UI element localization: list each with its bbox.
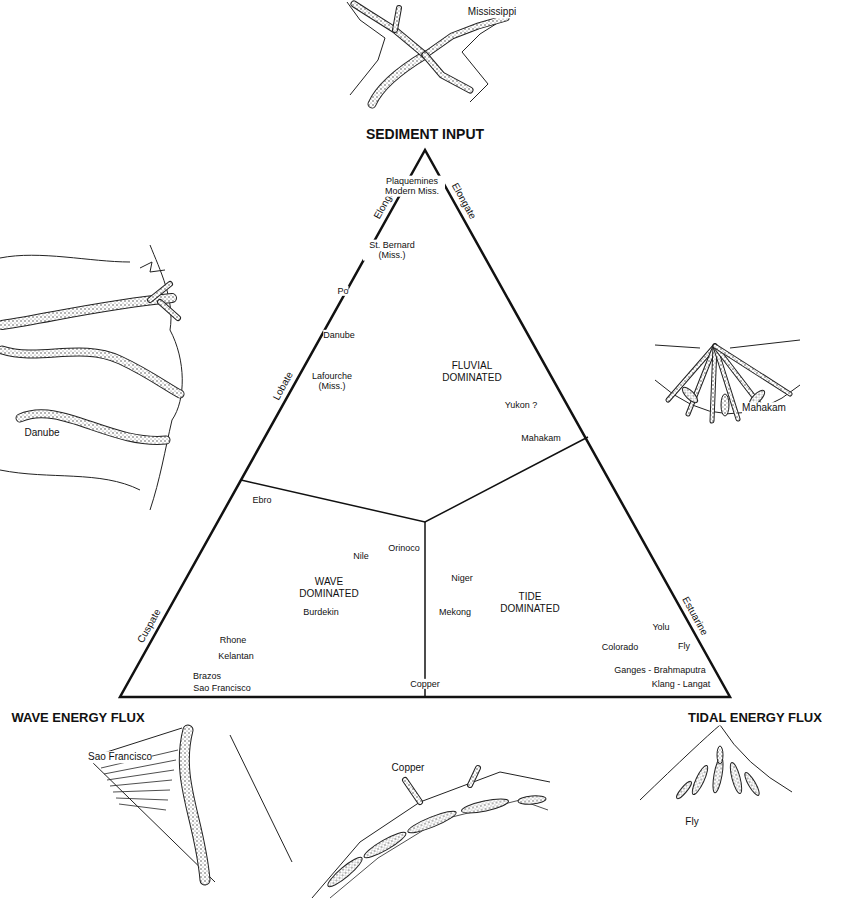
channel-fill [2,350,180,394]
channel-outline [425,18,506,55]
sketch-label: Sao Francisco [88,751,152,763]
delta-name: Lafourche (Miss.) [304,371,360,392]
coast-line [0,470,140,490]
region-label: TIDE DOMINATED [499,591,561,614]
coast-line [720,725,792,792]
island-shape [721,394,729,416]
delta-name: Copper [410,679,440,689]
island-shape [675,780,694,801]
channel-outline [470,768,478,785]
channel-outline [354,4,425,55]
channel-outline [395,8,399,30]
delta-sketch [0,2,800,898]
island-shape [362,829,409,862]
channel-fill [150,284,170,300]
delta-name: Mahakam [521,433,561,443]
sketch-label: Copper [392,762,425,774]
delta-name: Colorado [602,642,639,652]
sketch-label: Mississippi [468,6,516,18]
field-boundary [241,437,588,697]
delta-name: Yukon ? [505,400,538,410]
channel-fill [425,18,506,55]
delta-name: Ganges - Brahmaputra [614,665,706,675]
delta-name: Danube [323,330,355,340]
delta-name: Niger [451,573,473,583]
island-shape [728,762,744,795]
channel-fill [2,298,172,325]
island-shape [325,854,365,890]
delta-name: Kelantan [218,651,254,661]
island-shape [406,808,458,837]
channel-outline [372,55,425,104]
channel-outline [150,284,170,300]
channel-outline [425,55,470,90]
channel-fill [470,768,478,785]
channel-outline [160,302,178,318]
coast-line [347,2,385,95]
axis-label: WAVE ENERGY FLUX [11,711,144,726]
delta-name: Plaquemines Modern Miss. [379,176,445,197]
channel-fill [372,55,425,104]
island-shape [742,771,761,797]
delta-name: Orinoco [388,543,420,553]
channel-fill [354,4,425,55]
coast-line [116,798,168,800]
channel-outline [715,346,790,394]
delta-name: Po [337,286,348,296]
axis-label: SEDIMENT INPUT [366,126,484,142]
channel-fill [715,346,790,394]
island-shape [460,796,509,816]
coast-line [640,725,720,800]
channel-fill [160,302,178,318]
channel-fill [184,730,205,880]
channel-outline [2,298,172,325]
coast-line [113,790,170,792]
island-shape [518,795,547,805]
channel-outline [405,780,420,802]
coast-line [119,804,166,810]
channel-fill [20,414,166,441]
delta-name: St. Bernard (Miss.) [363,240,421,261]
delta-name: Klang - Langat [652,679,711,689]
channel-outline [712,346,715,421]
region-label: WAVE DOMINATED [296,576,362,599]
delta-name: Rhone [220,635,247,645]
region-label: FLUVIAL DOMINATED [437,360,507,383]
channel-outline [184,730,205,880]
channel-fill [405,780,420,802]
channel-outline [20,414,166,441]
shape-label: Lobate [271,370,296,402]
coast-line [107,770,174,780]
sketch-label: Fly [685,816,698,828]
island-shape [717,746,723,764]
delta-name: Sao Francisco [193,683,251,693]
sketch-label: Danube [24,427,59,439]
channel-fill [712,346,715,421]
channel-fill [395,8,399,30]
delta-name: Yolu [652,622,669,632]
coast-line [312,772,550,898]
delta-name: Burdekin [303,607,339,617]
delta-name: Fly [678,641,690,651]
delta-name: Ebro [252,495,271,505]
coast-line [0,255,130,262]
delta-name: Brazos [193,671,221,681]
island-shape [690,764,711,796]
axis-label: TIDAL ENERGY FLUX [688,711,822,726]
coast-line [110,780,172,786]
coast-line [330,800,548,898]
delta-name: Nile [353,551,369,561]
coast-line [655,340,800,348]
coast-line [140,262,165,272]
coast-line [230,735,292,862]
channel-fill [425,55,470,90]
island-shape [680,385,700,405]
delta-name: Mekong [439,607,471,617]
ternary-triangle [120,150,730,697]
channel-outline [2,350,180,394]
sketch-label: Mahakam [742,402,786,414]
